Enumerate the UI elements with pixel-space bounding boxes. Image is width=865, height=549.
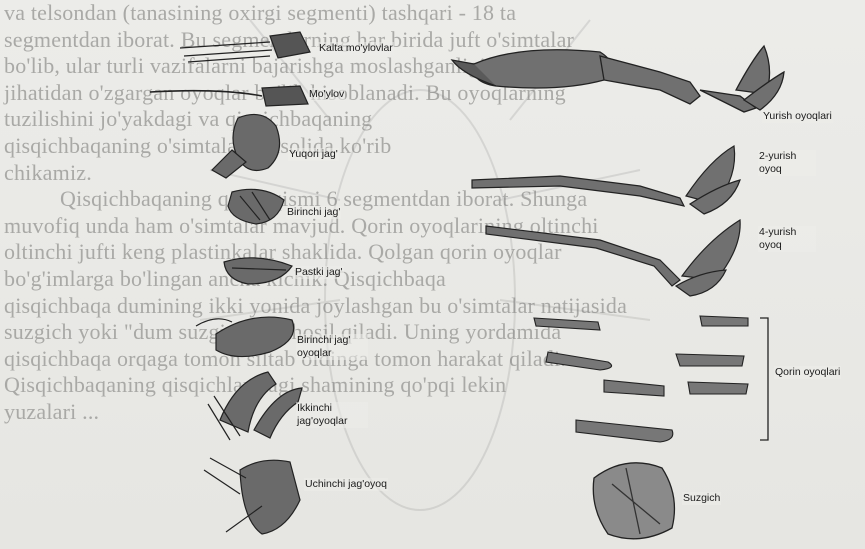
label-fourth-walking-leg: 4-yurish oyoq <box>758 226 816 252</box>
third-maxilliped-drawing <box>204 458 300 534</box>
label-third-maxilliped: Uchinchi jag'oyoq <box>304 478 388 491</box>
cheliped-drawing <box>452 46 784 112</box>
label-swimmerets: Qorin oyoqlari <box>774 366 841 379</box>
label-second-maxilliped: Ikkinchi jag'oyoqlar <box>296 402 368 428</box>
label-tail-fan: Suzgich <box>682 492 721 505</box>
label-mandible: Yuqori jag' <box>288 148 339 161</box>
swimmerets-drawing <box>534 316 768 442</box>
label-second-walking-leg: 2-yurish oyoq <box>758 150 816 176</box>
fourth-walking-leg-drawing <box>486 220 740 296</box>
first-maxilla-drawing <box>228 189 284 224</box>
second-maxilla-drawing <box>224 258 292 284</box>
label-walking-legs: Yurish oyoqlari <box>762 110 833 123</box>
label-antenna: Mo'ylov <box>308 88 345 101</box>
antenna-drawing <box>150 86 308 106</box>
second-maxilliped-drawing <box>208 372 302 440</box>
label-first-maxilla: Birinchi jag' <box>286 206 341 219</box>
short-antennae-drawing <box>180 32 310 62</box>
mandible-drawing <box>212 114 280 178</box>
label-second-maxilla: Pastki jag' <box>294 266 344 279</box>
label-short-antennae: Kalta mo'ylovlar <box>318 42 394 55</box>
label-first-maxilliped: Birinchi jag' oyoqlar <box>296 334 368 360</box>
second-walking-leg-drawing <box>472 146 740 214</box>
tail-fan-drawing <box>593 463 674 539</box>
first-maxilliped-drawing <box>196 317 294 356</box>
